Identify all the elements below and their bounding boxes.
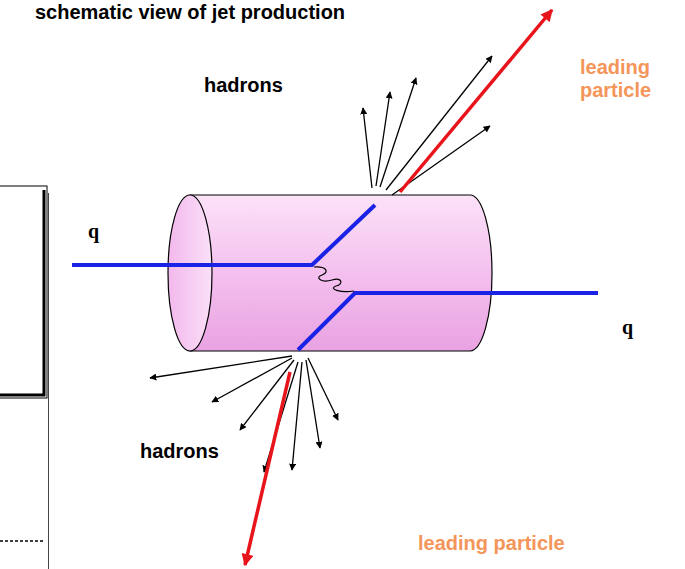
quark-line — [72, 205, 375, 265]
hadron-arrow — [380, 78, 416, 187]
hadron-arrow — [386, 56, 492, 190]
gluon-line — [314, 267, 354, 292]
dotted-line — [0, 540, 44, 542]
hadron-arrow — [308, 358, 338, 420]
quark-line — [298, 293, 598, 350]
hadron-arrow — [150, 356, 292, 378]
quark-label: q — [88, 220, 99, 243]
cylinder-cap — [168, 195, 212, 351]
leading-particle-label: leading particle — [418, 532, 565, 555]
hadrons-label: hadrons — [140, 440, 219, 463]
leading-particle-arrow — [400, 10, 552, 192]
hadron-arrow — [212, 358, 292, 402]
quark-label: q — [622, 316, 633, 339]
hadron-arrow — [363, 108, 372, 188]
leading-particle-label: leading particle — [580, 56, 675, 102]
hadrons-label: hadrons — [204, 74, 283, 97]
hadron-arrow — [376, 92, 390, 186]
hadron-arrow — [306, 360, 320, 448]
hadron-arrow — [292, 362, 302, 470]
hadron-arrows — [363, 56, 492, 195]
panel-shadow — [0, 190, 44, 395]
leading-particle-arrow — [245, 372, 290, 565]
panel-line — [48, 193, 49, 569]
cylinder-body — [190, 195, 492, 351]
slide-title: schematic view of jet production — [35, 1, 345, 24]
panel-frame — [0, 186, 47, 398]
